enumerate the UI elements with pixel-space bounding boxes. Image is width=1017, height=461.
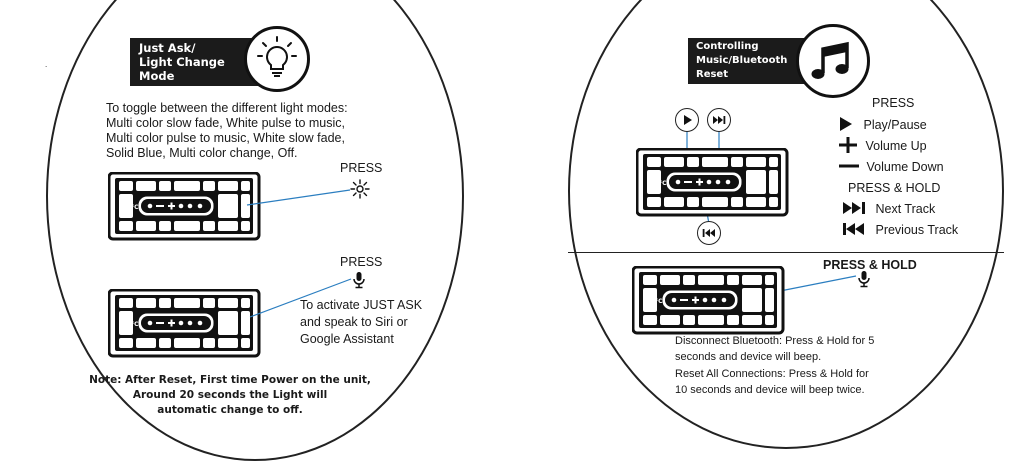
volume-up-text: Volume Up xyxy=(865,139,927,153)
press-light-label: PRESS xyxy=(340,161,383,175)
reset-microphone-icon xyxy=(858,271,870,288)
plus-icon xyxy=(839,137,857,153)
previous-track-button[interactable] xyxy=(697,221,721,245)
light-modes-line-1: To toggle between the different light mo… xyxy=(106,101,348,115)
volume-up-legend: Volume Up xyxy=(838,137,927,153)
left-tag-line-2: Light Change xyxy=(139,55,225,69)
press-ask-label: PRESS xyxy=(340,255,383,269)
right-tag-line-3: Reset xyxy=(696,69,728,80)
play-icon xyxy=(684,115,692,125)
previous-track-icon xyxy=(702,229,715,237)
press-label: PRESS xyxy=(872,96,915,110)
reset-line-1: Disconnect Bluetooth: Press & Hold for 5 xyxy=(675,335,875,347)
reset-press-hold-label: PRESS & HOLD xyxy=(823,258,917,272)
light-modes-line-2: Multi color slow fade, White pulse to mu… xyxy=(106,116,345,130)
speaker-illustration-reset xyxy=(632,266,785,335)
next-track-icon xyxy=(713,116,726,124)
left-tag-line-1: Just Ask/ xyxy=(139,41,196,55)
speaker-illustration-controls xyxy=(636,148,789,217)
previous-legend-icon xyxy=(843,223,864,235)
minus-icon xyxy=(839,164,859,168)
right-tag-line-1: Controlling xyxy=(696,41,759,52)
previous-track-legend: Previous Track xyxy=(842,222,958,237)
left-tag-line-3: Mode xyxy=(139,69,175,83)
play-pause-legend: Play/Pause xyxy=(838,116,927,132)
next-track-legend: Next Track xyxy=(842,201,935,216)
reset-note-line-3: automatic change to off. xyxy=(157,404,303,416)
play-pause-button[interactable] xyxy=(675,108,699,132)
just-ask-line-3: Google Assistant xyxy=(300,332,394,346)
page-mark: . xyxy=(45,60,48,69)
play-pause-text: Play/Pause xyxy=(863,118,927,132)
music-note-icon xyxy=(811,41,849,79)
lightbulb-icon xyxy=(257,36,297,77)
volume-down-legend: Volume Down xyxy=(838,158,944,174)
light-modes-line-3: Multi color pulse to music, White slow f… xyxy=(106,131,345,145)
press-hold-label: PRESS & HOLD xyxy=(848,181,941,195)
reset-note-line-2: Around 20 seconds the Light will xyxy=(132,389,328,401)
light-modes-line-4: Solid Blue, Multi color change, Off. xyxy=(106,146,298,160)
music-note-icon-ring xyxy=(796,24,870,98)
reset-line-4: 10 seconds and device will beep twice. xyxy=(675,384,865,396)
previous-track-text: Previous Track xyxy=(875,223,959,237)
volume-down-text: Volume Down xyxy=(866,160,944,174)
lightbulb-icon-ring xyxy=(244,26,310,92)
next-legend-icon xyxy=(843,202,865,214)
reset-note-line-1: Note: After Reset, First time Power on t… xyxy=(89,374,371,386)
just-ask-line-2: and speak to Siri or xyxy=(300,315,408,329)
light-icon xyxy=(350,179,370,199)
reset-line-3: Reset All Connections: Press & Hold for xyxy=(675,368,869,380)
panel-divider xyxy=(568,252,1004,253)
microphone-icon xyxy=(353,272,365,289)
play-legend-icon xyxy=(840,117,852,131)
right-tag-line-2: Music/Bluetooth xyxy=(696,55,788,66)
next-track-text: Next Track xyxy=(875,202,936,216)
next-track-button[interactable] xyxy=(707,108,731,132)
just-ask-line-1: To activate JUST ASK xyxy=(300,298,423,312)
reset-line-2: seconds and device will beep. xyxy=(675,351,822,363)
